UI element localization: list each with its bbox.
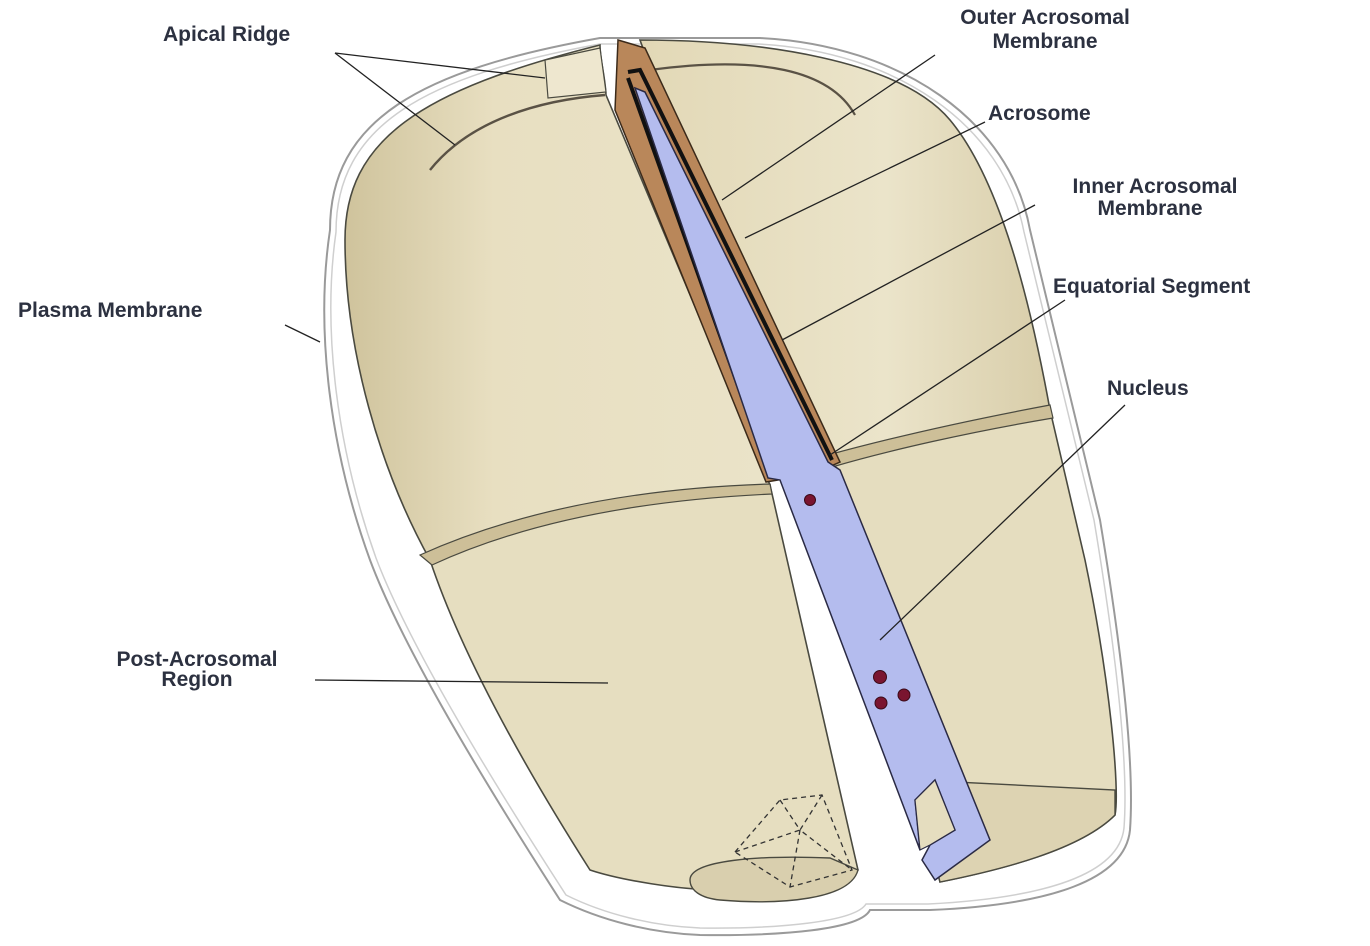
- label-apical-ridge: Apical Ridge: [163, 23, 290, 46]
- label-outer-acrosomal-1: Outer Acrosomal: [960, 6, 1130, 29]
- label-plasma-membrane: Plasma Membrane: [18, 299, 202, 322]
- left-bottom-roll: [690, 857, 858, 901]
- label-acrosome: Acrosome: [988, 102, 1091, 125]
- label-equatorial-segment: Equatorial Segment: [1053, 275, 1250, 298]
- label-outer-acrosomal-2: Membrane: [992, 30, 1097, 53]
- left-apical-cap-top: [545, 48, 606, 98]
- leader-plasma-membrane: [285, 325, 320, 342]
- label-nucleus: Nucleus: [1107, 377, 1189, 400]
- label-inner-acrosomal-1: Inner Acrosomal: [1073, 175, 1238, 198]
- left-post-acrosomal: [430, 485, 858, 890]
- label-post-acrosomal-2: Region: [161, 668, 232, 691]
- label-inner-acrosomal-2: Membrane: [1097, 197, 1202, 220]
